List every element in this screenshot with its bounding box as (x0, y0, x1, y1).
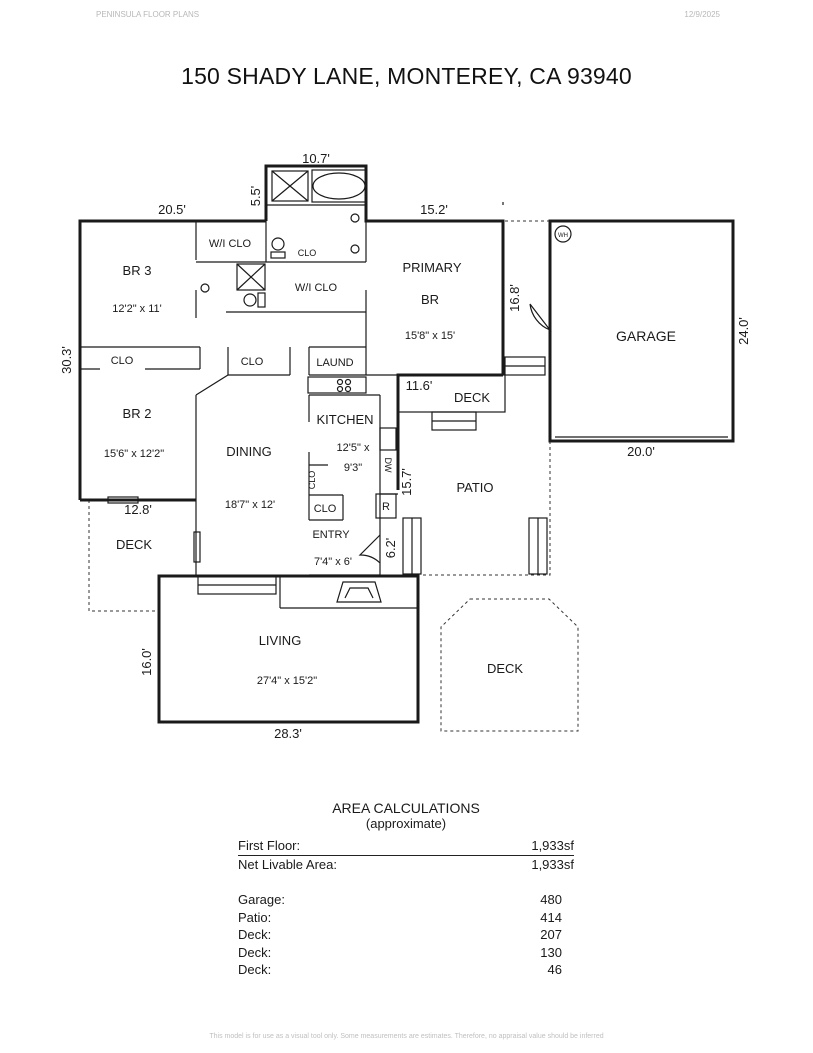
area-calculations: AREA CALCULATIONS (approximate) First Fl… (238, 800, 574, 979)
stove (307, 376, 367, 394)
br3-shower (236, 263, 266, 291)
deck-1-value: 207 (540, 927, 562, 942)
br3-size: 12'2" x 11' (112, 303, 162, 315)
net-livable-value: 1,933sf (531, 856, 574, 872)
company-name: PENINSULA FLOOR PLANS (96, 10, 200, 19)
patio-label: PATIO (456, 480, 493, 495)
dim-living-width: 28.3' (274, 726, 302, 741)
room-labels: BR 3 12'2" x 11' W/I CLO CLO W/I CLO PRI… (104, 233, 676, 687)
dim-bath-depth: 5.5' (248, 186, 263, 207)
property-address-title: 150 SHADY LANE, MONTEREY, CA 93940 (181, 63, 632, 89)
deck-3-label: Deck: (238, 962, 272, 977)
interior-walls (80, 166, 418, 609)
entry-size: 7'4" x 6' (314, 556, 352, 568)
wi-closet-1-label: W/I CLO (209, 238, 252, 250)
garage-area-value: 480 (540, 892, 562, 907)
garage-label: GARAGE (616, 328, 676, 344)
refrigerator-label: R (382, 501, 390, 513)
first-floor-value: 1,933sf (531, 838, 574, 853)
living-size: 27'4" x 15'2" (257, 675, 317, 687)
dim-garage-width: 20.0' (627, 444, 655, 459)
living-room-walls (157, 574, 420, 724)
deck-2-label: Deck: (238, 944, 272, 960)
kitchen-label: KITCHEN (316, 412, 373, 427)
kitchen-size-1: 12'5" x (337, 442, 370, 454)
deck-row-2: Deck: 130 (238, 944, 574, 962)
bathtub (312, 172, 366, 200)
dim-deck-width: 11.6' (406, 378, 433, 393)
area-title: AREA CALCULATIONS (332, 800, 480, 816)
dim-br2-bottom: 12.8' (124, 502, 152, 517)
outdoor-areas (88, 220, 579, 732)
br2-size: 15'6" x 12'2" (104, 448, 164, 460)
disclaimer-footer: This model is for use as a visual tool o… (209, 1033, 604, 1040)
dim-living-depth: 16.0' (139, 648, 154, 676)
floor-plan: BR 3 12'2" x 11' W/I CLO CLO W/I CLO PRI… (59, 151, 751, 741)
dim-west: 30.3' (59, 346, 74, 374)
dining-label: DINING (226, 444, 272, 459)
net-livable-label: Net Livable Area: (238, 856, 338, 872)
kitchen-size-2: 9'3" (344, 462, 362, 474)
small-closet-label: CLO (298, 248, 317, 258)
fireplace (336, 581, 382, 603)
dim-entry-depth: 6.2' (383, 538, 398, 559)
dim-north-left: 20.5' (158, 202, 186, 217)
deck-3-value: 46 (547, 962, 562, 977)
dining-closet-label: CLO (241, 356, 264, 368)
kitchen-closet-v-label: CLO (307, 471, 317, 490)
deck-row-1: Deck: 207 (238, 926, 574, 944)
water-heater-label: WH (558, 233, 568, 239)
deck-1-label: Deck: (238, 927, 272, 942)
kitchen-sink (379, 427, 397, 451)
dim-bath-width: 10.7' (302, 151, 330, 166)
left-deck-label: DECK (116, 537, 152, 552)
dim-garage-depth: 24.0' (736, 317, 751, 345)
br3-label: BR 3 (123, 263, 152, 278)
primary-br-size: 15'8" x 15' (405, 330, 455, 342)
br2-closet-label: CLO (111, 355, 134, 367)
plan-date: 12/9/2025 (684, 10, 720, 19)
primary-br-label-1: PRIMARY (403, 260, 462, 275)
shower (271, 170, 309, 202)
octagon-deck-label: DECK (487, 661, 523, 676)
living-label: LIVING (259, 633, 302, 648)
br2-label: BR 2 (123, 406, 152, 421)
garage-row: Garage: 480 (238, 891, 574, 909)
patio-area-label: Patio: (238, 909, 272, 925)
deck-row-3: Deck: 46 (238, 961, 574, 979)
wi-closet-2-label: W/I CLO (295, 282, 338, 294)
patio-area-value: 414 (540, 909, 562, 925)
garage-area-label: Garage: (238, 892, 285, 907)
first-floor-row: First Floor: 1,933sf (238, 837, 574, 856)
first-floor-label: First Floor: (238, 838, 301, 853)
dishwasher-label: DW (383, 458, 393, 473)
dimension-labels: 10.7' 5.5' 20.5' 15.2' 30.3' 16.8' 24.0'… (59, 151, 751, 741)
fixtures (107, 169, 733, 603)
net-livable-row: Net Livable Area: 1,933sf (238, 856, 574, 874)
deck-2-value: 130 (540, 944, 562, 960)
octagon-deck-outline (440, 598, 579, 732)
top-deck-label: DECK (454, 390, 490, 405)
primary-br-label-2: BR (421, 292, 439, 307)
area-subtitle: (approximate) (365, 816, 447, 831)
entry-door-swing (358, 534, 381, 564)
patio-row: Patio: 414 (238, 909, 574, 927)
laundry-label: LAUND (316, 357, 353, 369)
dim-north-right: 15.2' (420, 202, 448, 217)
kitchen-closet-h-label: CLO (314, 503, 337, 515)
refrigerator (375, 493, 397, 519)
dim-patio-depth: 15.7' (399, 468, 414, 496)
entry-label: ENTRY (312, 529, 350, 541)
dim-patio-gap: 16.8' (507, 284, 522, 312)
garage-door-swing (529, 303, 552, 332)
dining-size: 18'7" x 12' (225, 499, 275, 511)
